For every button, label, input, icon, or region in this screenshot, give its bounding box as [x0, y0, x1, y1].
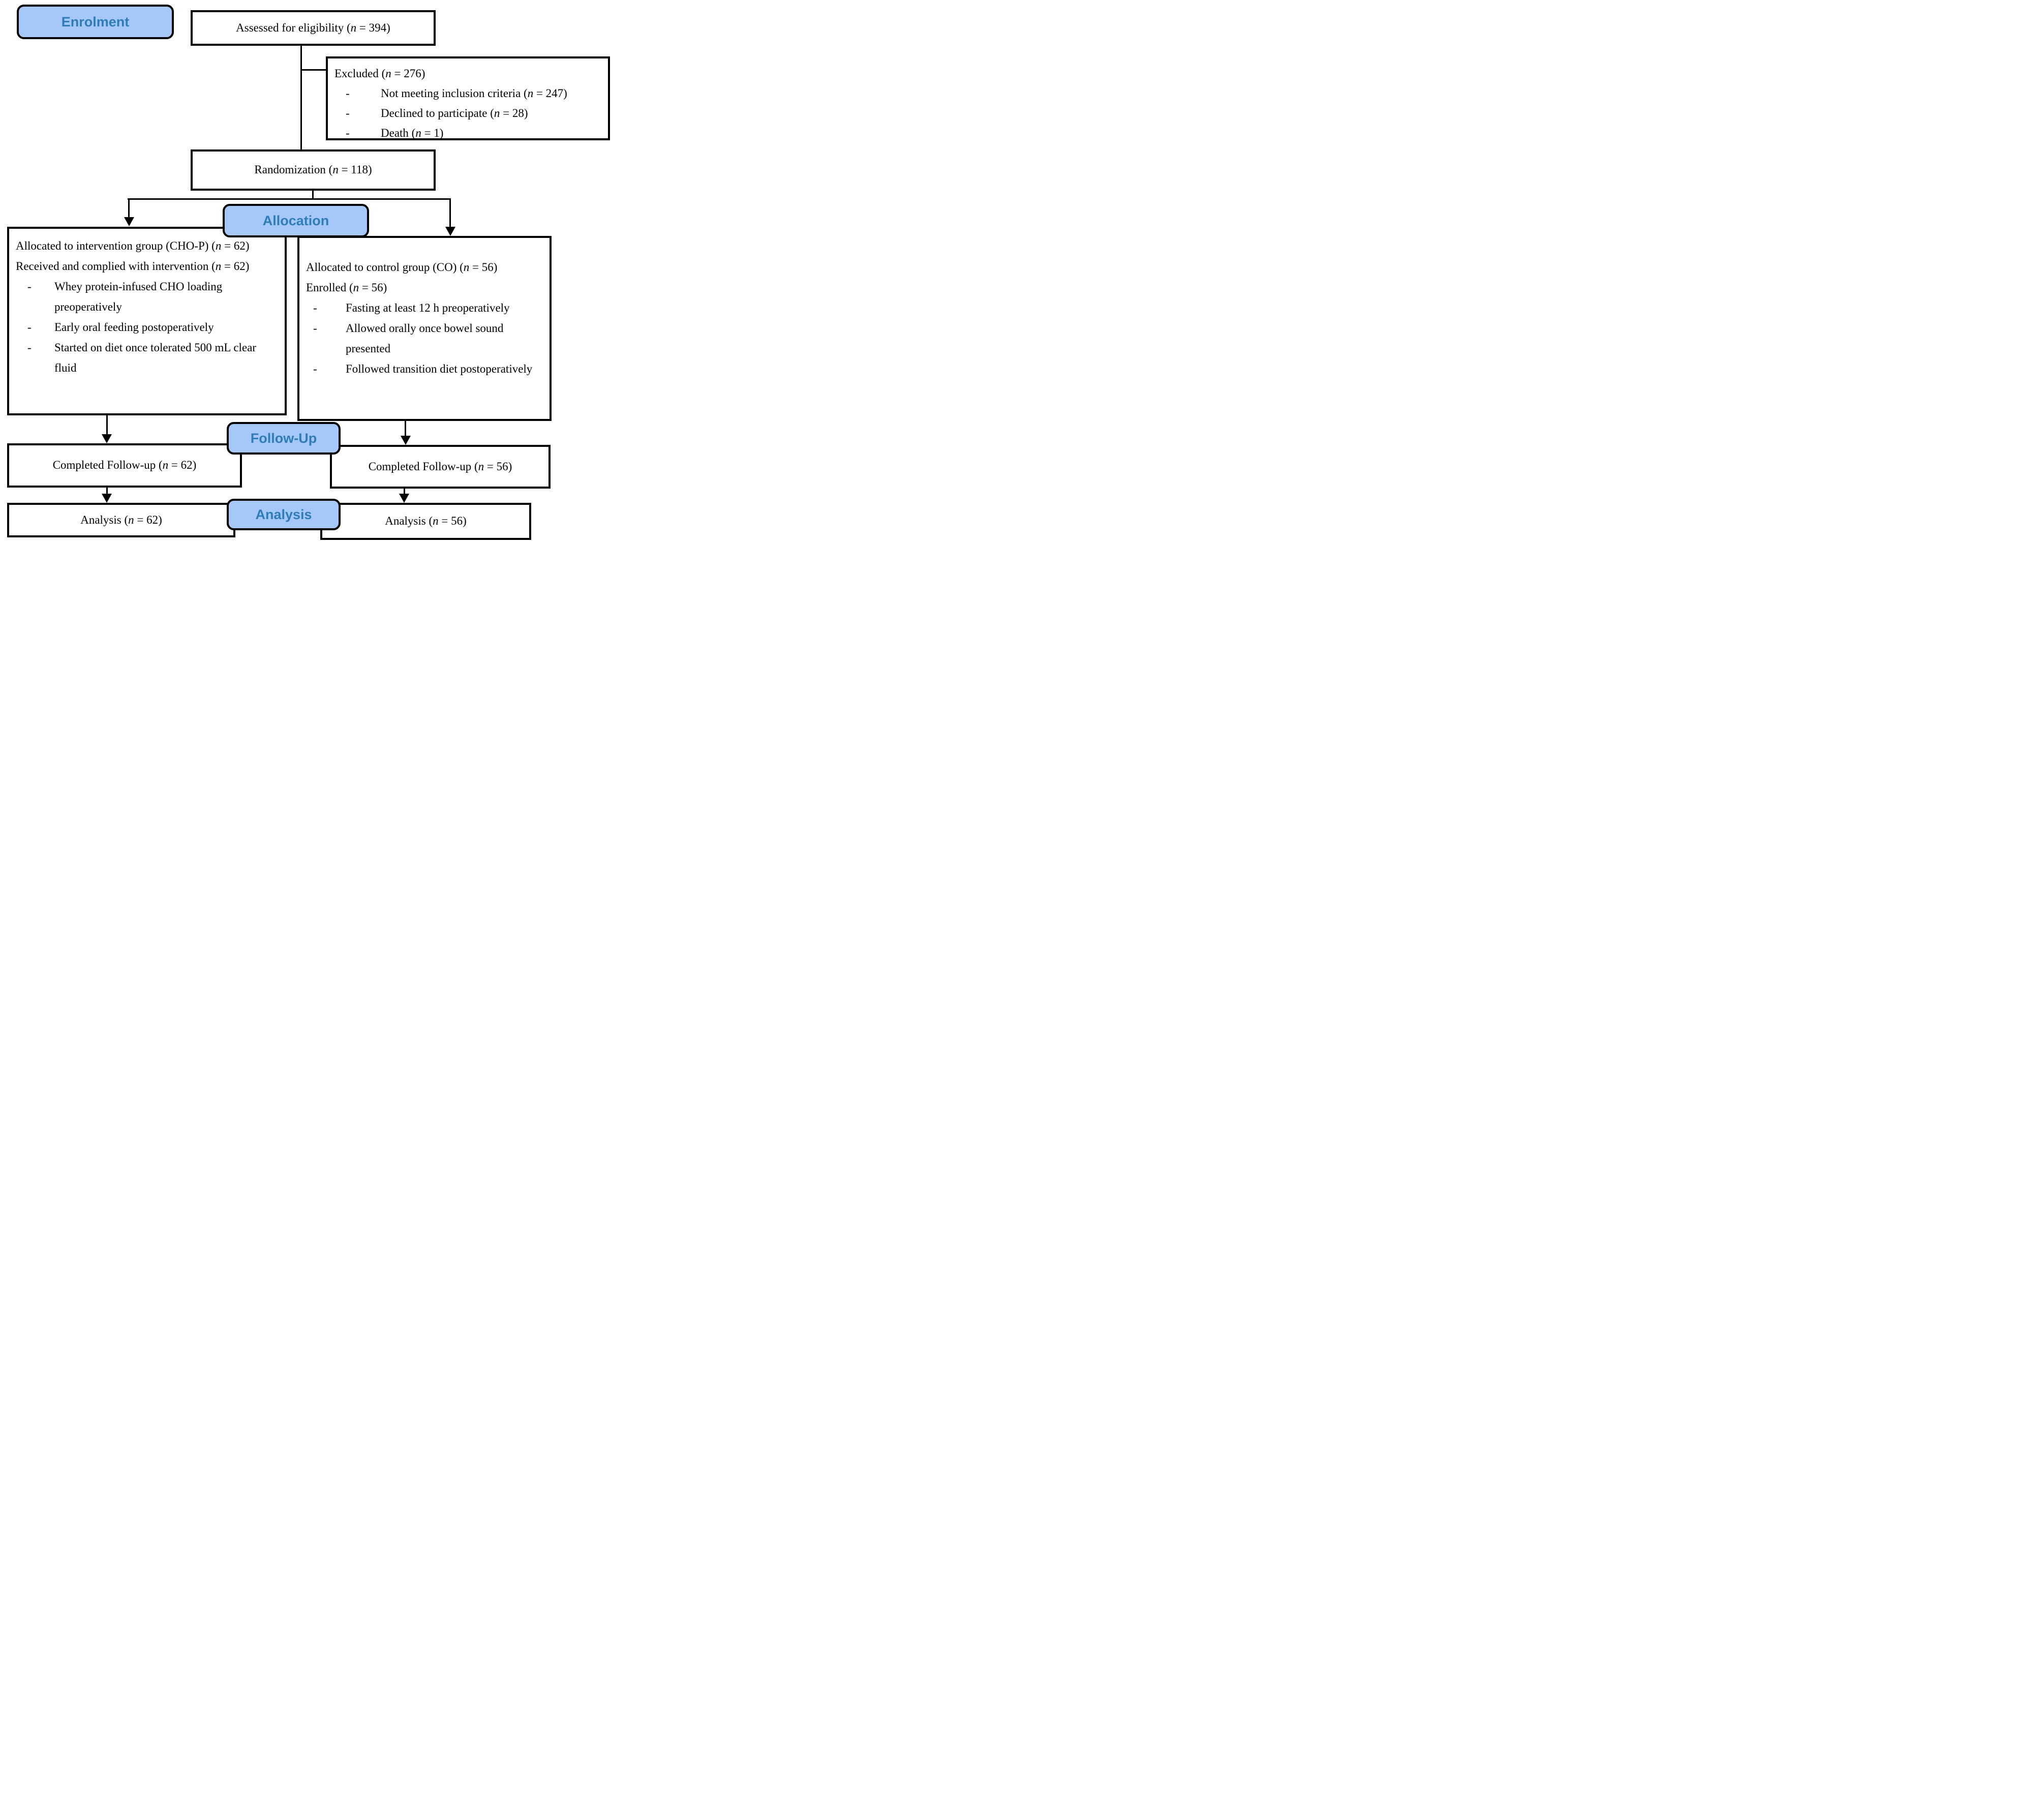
- control-line2: Enrolled (n = 56): [306, 281, 387, 294]
- stage-enrolment-label: Enrolment: [61, 14, 130, 29]
- connector-randomization-stem: [312, 191, 314, 198]
- connector-to-excluded: [300, 69, 326, 71]
- intervention-item-text: Started on diet once tolerated 500 mL cl…: [54, 341, 257, 374]
- connector-assessed-to-randomization: [300, 46, 302, 149]
- intervention-group-box: Allocated to intervention group (CHO-P) …: [7, 227, 287, 415]
- connector-branch-horizontal: [128, 198, 450, 200]
- completed-followup-right-text: Completed Follow-up (n = 56): [368, 460, 512, 473]
- stage-followup-label: Follow-Up: [250, 430, 317, 446]
- intervention-item: - Started on diet once tolerated 500 mL …: [16, 338, 280, 378]
- assessed-for-eligibility-text: Assessed for eligibility (n = 394): [236, 21, 390, 34]
- arrowhead-down-left-allocation-icon: [124, 217, 134, 226]
- arrowhead-down-right-allocation-icon: [445, 227, 455, 236]
- control-item-text: Allowed orally once bowel sound presente…: [346, 322, 504, 355]
- randomization-box: Randomization (n = 118): [191, 149, 436, 191]
- completed-followup-left-box: Completed Follow-up (n = 62): [7, 443, 242, 488]
- assessed-for-eligibility-box: Assessed for eligibility (n = 394): [191, 10, 436, 46]
- bullet-dash: -: [313, 362, 317, 375]
- stage-allocation: Allocation: [223, 204, 369, 237]
- intervention-line1: Allocated to intervention group (CHO-P) …: [16, 239, 250, 252]
- intervention-item-text: Early oral feeding postoperatively: [54, 321, 214, 334]
- arrowhead-down-left-analysis-icon: [102, 494, 112, 503]
- connector-control-to-followup: [405, 421, 406, 436]
- bullet-dash: -: [346, 127, 350, 139]
- control-item: - Followed transition diet postoperative…: [306, 359, 544, 379]
- bullet-dash: -: [27, 280, 32, 293]
- excluded-item-text: Not meeting inclusion criteria (n = 247): [381, 87, 567, 100]
- stage-allocation-label: Allocation: [262, 213, 329, 228]
- bullet-dash: -: [27, 321, 32, 334]
- bullet-dash: -: [27, 341, 32, 354]
- stage-followup: Follow-Up: [227, 422, 341, 455]
- connector-left-followup-to-analysis: [106, 488, 108, 494]
- randomization-text: Randomization (n = 118): [254, 163, 372, 176]
- excluded-item-text: Death (n = 1): [381, 127, 444, 139]
- connector-right-followup-to-analysis: [404, 489, 405, 494]
- bullet-dash: -: [346, 107, 350, 119]
- connector-branch-left-stem: [128, 198, 130, 217]
- stage-analysis-label: Analysis: [255, 506, 312, 522]
- control-item: - Fasting at least 12 h preoperatively: [306, 298, 544, 318]
- connector-intervention-to-followup: [106, 415, 108, 434]
- bullet-dash: -: [313, 322, 317, 335]
- completed-followup-left-text: Completed Follow-up (n = 62): [52, 459, 197, 472]
- intervention-item: - Whey protein-infused CHO loading preop…: [16, 277, 280, 317]
- control-item-text: Followed transition diet postoperatively: [346, 362, 533, 375]
- excluded-box: Excluded (n = 276) - Not meeting inclusi…: [326, 56, 610, 140]
- bullet-dash: -: [346, 87, 350, 100]
- bullet-dash: -: [313, 301, 317, 314]
- excluded-item: - Declined to participate (n = 28): [334, 103, 603, 123]
- arrowhead-down-right-analysis-icon: [399, 494, 409, 503]
- stage-enrolment: Enrolment: [17, 5, 174, 39]
- consort-flow-diagram: Enrolment Allocation Follow-Up Analysis …: [0, 0, 613, 544]
- control-item: - Allowed orally once bowel sound presen…: [306, 318, 544, 359]
- intervention-line2: Received and complied with intervention …: [16, 260, 250, 273]
- control-line1: Allocated to control group (CO) (n = 56): [306, 261, 498, 274]
- intervention-item: - Early oral feeding postoperatively: [16, 317, 280, 338]
- excluded-item: - Not meeting inclusion criteria (n = 24…: [334, 83, 603, 103]
- analysis-right-box: Analysis (n = 56): [320, 503, 531, 540]
- excluded-title: Excluded (n = 276): [334, 67, 425, 80]
- excluded-item-text: Declined to participate (n = 28): [381, 107, 528, 119]
- analysis-left-text: Analysis (n = 62): [80, 513, 162, 526]
- arrowhead-down-left-followup-icon: [102, 434, 112, 443]
- control-item-text: Fasting at least 12 h preoperatively: [346, 301, 510, 314]
- completed-followup-right-box: Completed Follow-up (n = 56): [330, 445, 551, 489]
- analysis-right-text: Analysis (n = 56): [385, 515, 467, 528]
- analysis-left-box: Analysis (n = 62): [7, 503, 235, 537]
- excluded-item: - Death (n = 1): [334, 123, 603, 143]
- intervention-item-text: Whey protein-infused CHO loading preoper…: [54, 280, 223, 313]
- arrowhead-down-right-followup-icon: [401, 436, 411, 445]
- control-group-box: Allocated to control group (CO) (n = 56)…: [297, 236, 552, 421]
- connector-branch-right-stem: [449, 198, 451, 227]
- stage-analysis: Analysis: [227, 499, 341, 530]
